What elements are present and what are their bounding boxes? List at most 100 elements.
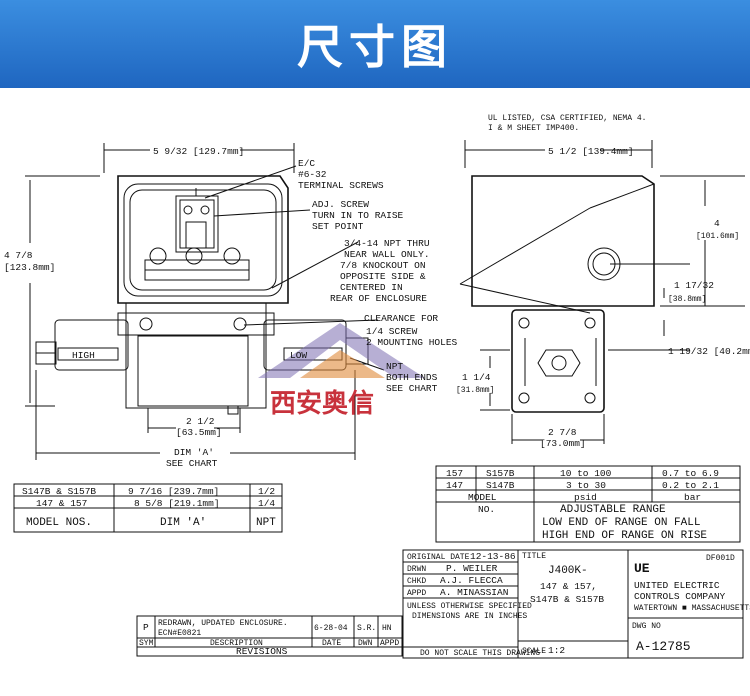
base-dim-mm: [63.5mm] bbox=[176, 427, 222, 438]
drwn-label: DRWN bbox=[407, 565, 426, 574]
range-table bbox=[435, 465, 741, 543]
rev-h-appd: APPD bbox=[380, 639, 399, 648]
chkd-label: CHKD bbox=[407, 577, 426, 586]
front-view bbox=[25, 143, 385, 460]
df-code: DF001D bbox=[706, 554, 735, 563]
chkd-name: A.J. FLECCA bbox=[440, 575, 503, 586]
side-width-dim: 5 1/2 [139.4mm] bbox=[548, 146, 634, 157]
no-scale-note: DO NOT SCALE THIS DRAWING bbox=[420, 649, 540, 658]
dim-r2-model: 147 & 157 bbox=[36, 498, 87, 509]
rev-h-dwn: DWN bbox=[358, 639, 373, 648]
rev-desc1: REDRAWN, UPDATED ENCLOSURE. bbox=[158, 619, 288, 628]
appd-name: A. MINASSIAN bbox=[440, 587, 508, 598]
adj-line3: SET POINT bbox=[312, 221, 364, 232]
ec-label: E/C bbox=[298, 158, 315, 169]
revisions-table bbox=[136, 615, 403, 657]
npt-line5: CENTERED IN bbox=[340, 282, 403, 293]
clearance-line2: 1/4 SCREW bbox=[366, 326, 418, 337]
orig-date: 12-13-86 bbox=[470, 551, 516, 562]
revisions-title: REVISIONS bbox=[236, 646, 288, 657]
orig-date-label: ORIGINAL DATE bbox=[407, 553, 470, 562]
dim-r1-dim: 9 7/16 [239.7mm] bbox=[128, 486, 219, 497]
adjustable-range: ADJUSTABLE RANGE bbox=[560, 504, 666, 516]
front-height-frac: 4 7/8 bbox=[4, 250, 33, 261]
side-h4-mm: [101.6mm] bbox=[696, 232, 739, 241]
dim-header-dima: DIM 'A' bbox=[160, 517, 206, 529]
range-r2-model: 147 bbox=[446, 480, 463, 491]
front-height-mm: [123.8mm] bbox=[4, 262, 55, 273]
rev-sym: P bbox=[143, 622, 149, 633]
range-r1-bar: 0.7 to 6.9 bbox=[662, 468, 719, 479]
side-h3-mm: [31.8mm] bbox=[456, 386, 494, 395]
range-r2-psid: 3 to 30 bbox=[566, 480, 606, 491]
dim-r2-npt: 1/4 bbox=[258, 498, 275, 509]
rev-h-date: DATE bbox=[322, 639, 341, 648]
watermark: 西安奥信 bbox=[258, 323, 425, 419]
nptb-line3: SEE CHART bbox=[386, 383, 438, 394]
unless-line2: DIMENSIONS ARE IN INCHES bbox=[412, 612, 527, 621]
rev-date: 6-28-04 bbox=[314, 624, 348, 633]
low-end-note: LOW END OF RANGE ON FALL bbox=[542, 517, 700, 529]
side-base-mm: [73.0mm] bbox=[540, 438, 586, 449]
ec-line3: TERMINAL SCREWS bbox=[298, 180, 384, 191]
company-line2: CONTROLS COMPANY bbox=[634, 591, 726, 602]
ue-logo: UE bbox=[634, 561, 650, 576]
nptb-line1: NPT bbox=[386, 361, 403, 372]
company-line1: UNITED ELECTRIC bbox=[634, 580, 720, 591]
rev-h-desc: DESCRIPTION bbox=[210, 639, 263, 648]
title-line1: J400K- bbox=[548, 565, 588, 577]
range-psid-header: psid bbox=[574, 492, 597, 503]
rev-h-sym: SYM bbox=[139, 639, 154, 648]
dim-header-npt: NPT bbox=[256, 517, 276, 529]
clearance-line1: CLEARANCE FOR bbox=[364, 313, 438, 324]
range-r1-model: 157 bbox=[446, 468, 463, 479]
ul-line2: I & M SHEET IMP400. bbox=[488, 124, 579, 133]
appd-label: APPD bbox=[407, 589, 426, 598]
drawing-area: 西安奥信 5 9/32 [129.7mm] 4 7/8 [123.8mm] E/… bbox=[0, 88, 750, 691]
range-r2-bar: 0.2 to 2.1 bbox=[662, 480, 719, 491]
company-line3: WATERTOWN ■ MASSACHUSETTS bbox=[634, 604, 750, 613]
technical-drawing: 西安奥信 5 9/32 [129.7mm] 4 7/8 [123.8mm] E/… bbox=[4, 114, 750, 659]
port-low-label: LOW bbox=[290, 350, 307, 361]
npt-line1: 3/4-14 NPT THRU bbox=[344, 238, 430, 249]
ec-line2: #6-32 bbox=[298, 169, 327, 180]
ul-line1: UL LISTED, CSA CERTIFIED, NEMA 4. bbox=[488, 114, 646, 123]
dimension-table bbox=[13, 483, 283, 533]
range-r1-psid: 10 to 100 bbox=[560, 468, 612, 479]
range-r2-smodel: S147B bbox=[486, 480, 515, 491]
nptb-line2: BOTH ENDS bbox=[386, 372, 438, 383]
port-high-label: HIGH bbox=[72, 350, 95, 361]
range-r1-smodel: S157B bbox=[486, 468, 515, 479]
side-h1-mm: [38.8mm] bbox=[668, 295, 706, 304]
rev-desc2: ECN#E0821 bbox=[158, 629, 201, 638]
side-base: 2 7/8 bbox=[548, 427, 577, 438]
side-h2: 1 19/32 [40.2mm] bbox=[668, 346, 750, 357]
adj-line1: ADJ. SCREW bbox=[312, 199, 369, 210]
title-label: TITLE bbox=[522, 552, 546, 561]
clearance-line3: 2 MOUNTING HOLES bbox=[366, 337, 458, 348]
dwg-number: A-12785 bbox=[636, 639, 691, 654]
range-model-header: MODEL bbox=[468, 492, 497, 503]
base-dim: 2 1/2 bbox=[186, 416, 215, 427]
unless-line1: UNLESS OTHERWISE SPECIFIED bbox=[407, 602, 532, 611]
title-line3: S147B & S157B bbox=[530, 594, 604, 605]
title-banner: 尺寸图 bbox=[0, 0, 750, 88]
high-end-note: HIGH END OF RANGE ON RISE bbox=[542, 530, 707, 542]
dim-r1-npt: 1/2 bbox=[258, 486, 275, 497]
dim-r2-dim: 8 5/8 [219.1mm] bbox=[134, 498, 220, 509]
range-bar-header: bar bbox=[684, 492, 701, 503]
npt-line4: OPPOSITE SIDE & bbox=[340, 271, 426, 282]
dwg-no-label: DWG NO bbox=[632, 622, 661, 631]
dim-header-model: MODEL NOS. bbox=[26, 517, 92, 529]
watermark-text: 西安奥信 bbox=[270, 388, 374, 419]
adj-line2: TURN IN TO RAISE bbox=[312, 210, 404, 221]
dim-a-label: DIM 'A' bbox=[174, 447, 214, 458]
front-width-dim: 5 9/32 [129.7mm] bbox=[153, 146, 244, 157]
title-block bbox=[402, 549, 744, 659]
side-view bbox=[459, 140, 745, 444]
npt-line3: 7/8 KNOCKOUT ON bbox=[340, 260, 426, 271]
scale-value: 1:2 bbox=[548, 645, 565, 656]
npt-line2: NEAR WALL ONLY. bbox=[344, 249, 430, 260]
title-line2: 147 & 157, bbox=[540, 581, 597, 592]
drwn-name: P. WEILER bbox=[446, 563, 498, 574]
